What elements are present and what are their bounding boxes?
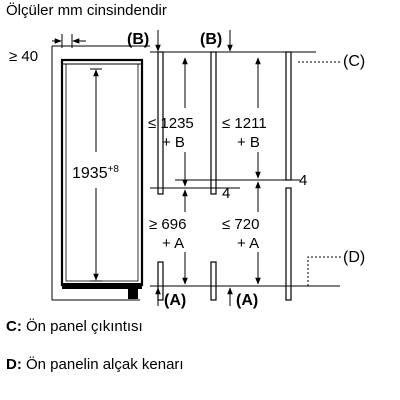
c-ref-label: (C) [343, 53, 365, 70]
lower-left-suffix: + A [162, 235, 184, 252]
gap-left-label: 4 [222, 185, 230, 202]
diagram-title: Ölçüler mm cinsindendir [6, 2, 167, 19]
lower-left-value: ≥ 696 [149, 216, 186, 233]
niche-outline [51, 45, 150, 301]
upper-left-value: ≤ 1235 [148, 115, 194, 132]
gap-right-label: 4 [299, 172, 307, 189]
upper-left-suffix: + B [162, 134, 185, 151]
top-gap-label: ≥ 40 [9, 48, 38, 65]
legend-c-text: Ön panel çıkıntısı [21, 318, 143, 335]
upper-right-suffix: + B [237, 134, 260, 151]
legend-c-key: C: [6, 318, 22, 335]
installation-diagram: ≥ 40 1935+8 (B) (B) (C) (D) [9, 30, 365, 309]
appliance-body [60, 58, 144, 299]
cabinet-walls [157, 51, 292, 301]
b-arrows [155, 30, 233, 52]
legend-d-text: Ön panelin alçak kenarı [21, 356, 184, 373]
legend-d-key: D: [6, 356, 22, 373]
b-ref-right: (B) [200, 31, 222, 48]
legend-d: D: Ön panelin alçak kenarı [6, 356, 184, 373]
a-arrows [155, 287, 233, 306]
legend-c: C: Ön panel çıkıntısı [6, 318, 143, 335]
d-ref-label: (D) [343, 249, 365, 266]
appliance-height-dimension [90, 68, 102, 282]
lower-right-value: ≤ 720 [222, 216, 259, 233]
d-ref-line [307, 256, 342, 286]
appliance-height-label: 1935+8 [72, 164, 119, 182]
b-ref-left: (B) [127, 31, 149, 48]
top-gap-dimension [52, 34, 86, 48]
a-ref-left: (A) [164, 292, 186, 309]
reference-lines [150, 51, 340, 287]
upper-right-value: ≤ 1211 [222, 115, 267, 132]
lower-right-suffix: + A [237, 235, 259, 252]
a-ref-right: (A) [236, 292, 258, 309]
